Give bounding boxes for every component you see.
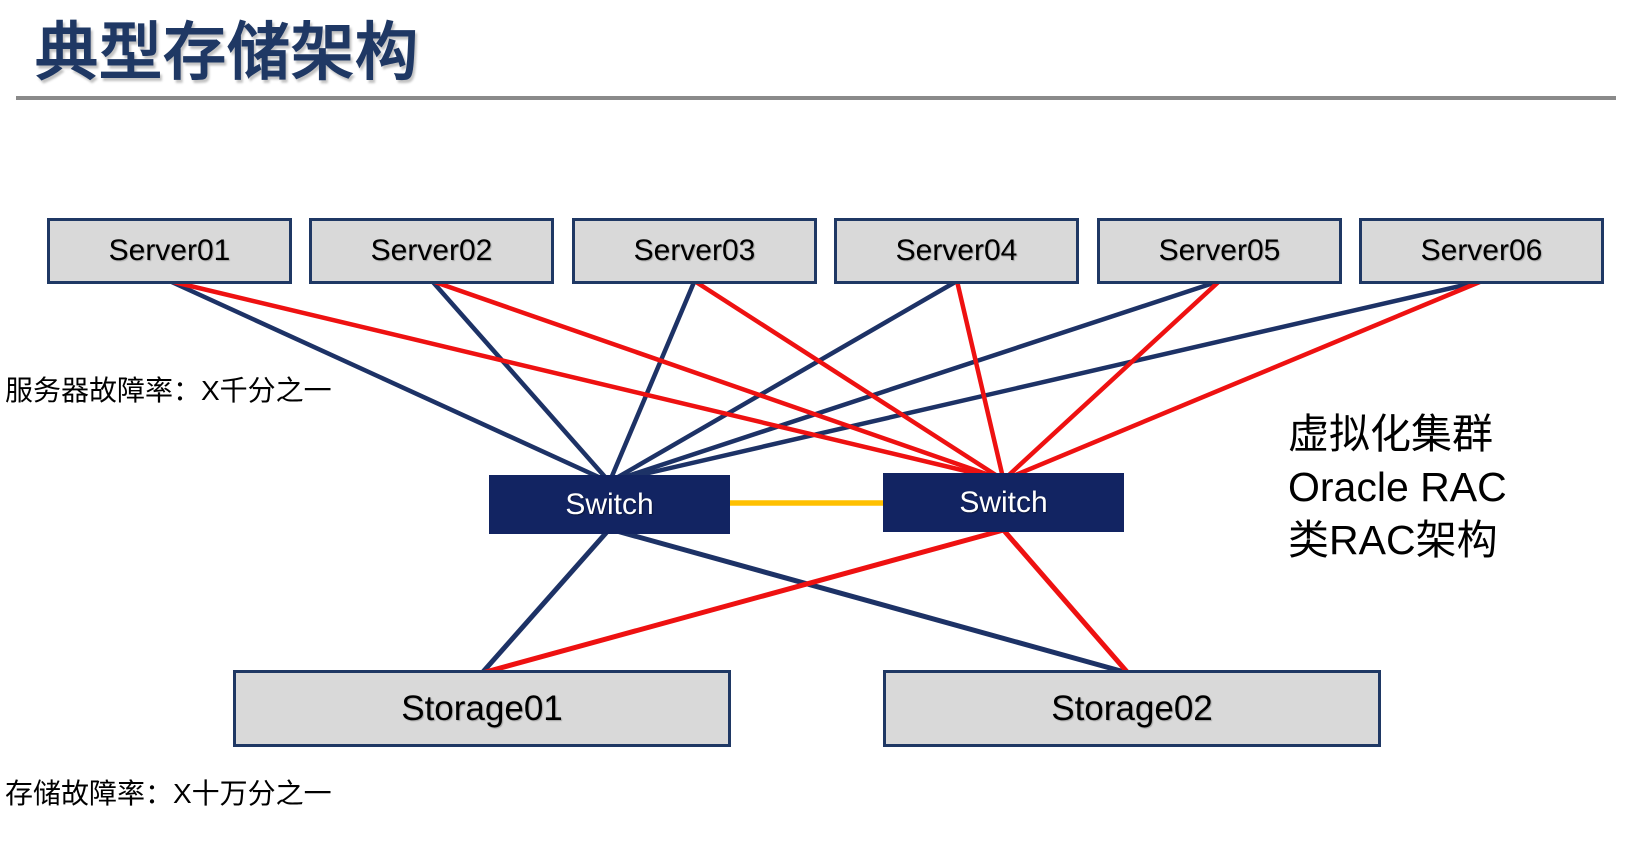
server-box-1: Server01 [47,218,292,284]
connection-line-server-1-switch-1 [168,278,611,485]
connection-line-switch-1-storage-1 [480,527,612,675]
server-box-2: Server02 [309,218,554,284]
connection-line-server-5-switch-1 [608,278,1221,485]
connection-line-server-6-switch-2 [1002,278,1483,483]
page-title: 典型存储架构 [35,18,419,88]
storage-failure-rate-label: 存储故障率：X十万分之一 [5,778,332,809]
storage-box-2: Storage02 [883,670,1381,747]
switch-box-1: Switch [489,475,730,534]
cluster-note-line-2: Oracle RAC [1288,464,1507,510]
connection-line-server-2-switch-1 [430,279,612,484]
switch-box-2: Switch [883,473,1124,532]
connection-line-server-3-switch-1 [607,280,697,483]
storage-box-1: Storage01 [233,670,731,747]
connection-line-switch-1-storage-2 [608,526,1129,676]
connection-line-server-6-switch-1 [608,278,1483,485]
connection-line-server-4-switch-2 [954,280,1006,481]
connection-line-server-4-switch-1 [608,279,959,484]
server-failure-rate-label: 服务器故障率：X千分之一 [5,375,332,406]
connection-line-server-3-switch-2 [693,279,1005,482]
connection-line-switch-2-storage-2 [1001,528,1130,675]
server-box-4: Server04 [834,218,1079,284]
server-box-3: Server03 [572,218,817,284]
connection-line-server-1-switch-2 [168,278,1005,483]
cluster-note: 虚拟化集群 Oracle RAC 类RAC架构 [1288,408,1507,567]
cluster-note-line-3: 类RAC架构 [1288,517,1498,563]
server-box-6: Server06 [1359,218,1604,284]
title-divider [16,96,1616,100]
connection-line-server-5-switch-2 [1001,279,1222,482]
connection-line-server-2-switch-2 [431,278,1005,483]
server-box-5: Server05 [1097,218,1342,284]
connection-line-switch-2-storage-1 [481,527,1005,676]
cluster-note-line-1: 虚拟化集群 [1288,411,1493,457]
